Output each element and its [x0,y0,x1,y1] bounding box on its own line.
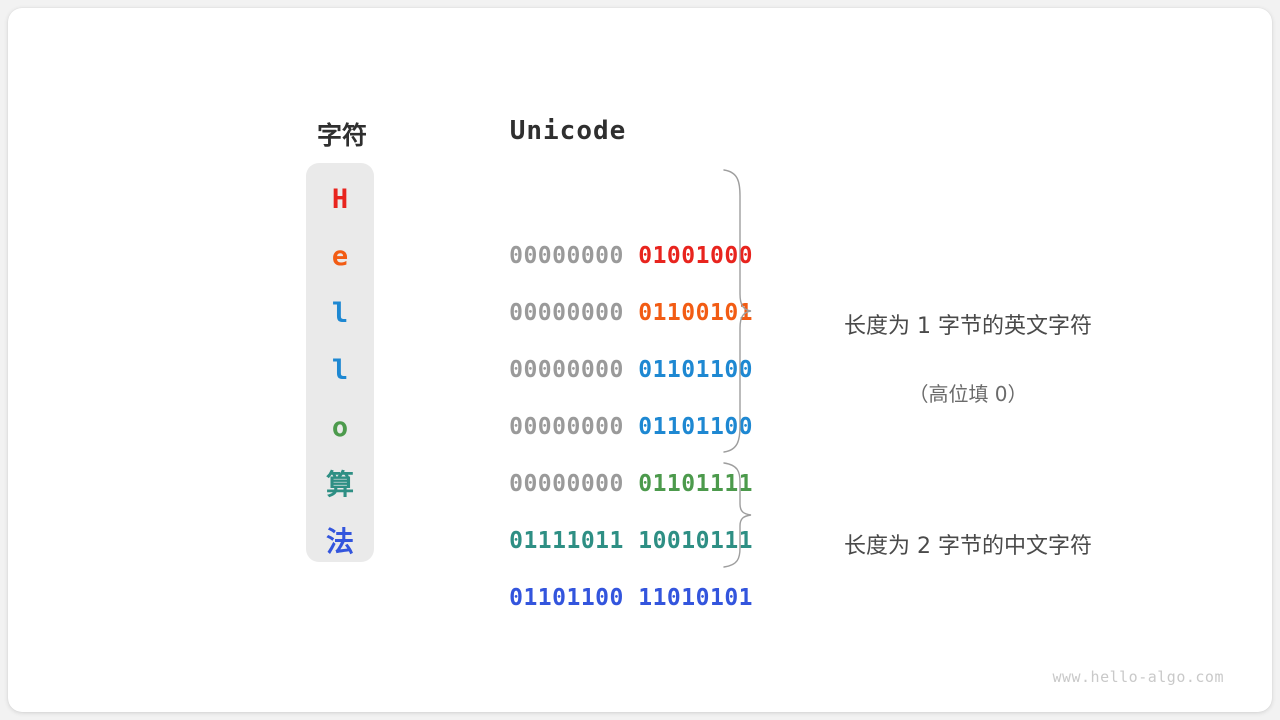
watermark: www.hello-algo.com [1052,668,1224,686]
character-cell: l [331,298,349,329]
binary-high-byte: 00000000 [509,300,624,326]
column-header-unicode: Unicode [509,116,627,146]
character-cell: 算 [325,468,354,501]
binary-high-byte: 00000000 [509,414,624,440]
binary-low-byte: 01101111 [638,471,754,497]
brace-english-group [723,169,752,453]
character-cell: 法 [325,525,354,558]
binary-low-byte: 01001000 [638,243,754,269]
binary-high-byte: 01101100 [509,585,624,611]
binary-low-byte: 01101100 [638,414,754,440]
brace-chinese-group [723,462,752,568]
binary-row: 00000000_01101100 [423,285,752,383]
annotation-chinese-line1: 长度为 2 字节的中文字符 [844,534,1092,559]
annotation-english-line1: 长度为 1 字节的英文字符 [844,314,1092,339]
diagram-card: 字符 Unicode H e l l o 算 法 00000000_010010… [8,8,1272,712]
annotation-english-line2: （高位填 0） [908,382,1028,406]
byte-separator: _ [624,585,638,611]
binary-high-byte: 00000000 [509,357,624,383]
unicode-encoding-diagram: 字符 Unicode H e l l o 算 法 00000000_010010… [8,8,1272,712]
binary-low-byte: 10010111 [638,528,754,554]
binary-high-byte: 00000000 [509,471,624,497]
binary-row: 01101100_11010101 [423,513,752,611]
binary-row: 00000000_01001000 [423,171,752,269]
binary-row: 00000000_01100101 [423,228,752,326]
character-cell: o [331,412,349,443]
binary-high-byte: 00000000 [509,243,624,269]
character-column-background [306,163,374,562]
binary-low-byte: 01100101 [638,300,754,326]
character-cell: H [331,184,349,215]
binary-row: 00000000_01101111 [423,399,752,497]
binary-row: 00000000_01101100 [423,342,752,440]
annotation-chinese: 长度为 2 字节的中文字符 [768,490,1168,598]
column-header-char: 字符 [316,121,367,150]
binary-low-byte: 01101100 [638,357,754,383]
character-cell: l [331,355,349,386]
binary-high-byte: 01111011 [509,528,624,554]
binary-low-byte: 11010101 [638,585,754,611]
binary-row: 01111011_10010111 [423,456,752,554]
annotation-english: 长度为 1 字节的英文字符 （高位填 0） [768,270,1168,445]
character-cell: e [331,241,349,272]
